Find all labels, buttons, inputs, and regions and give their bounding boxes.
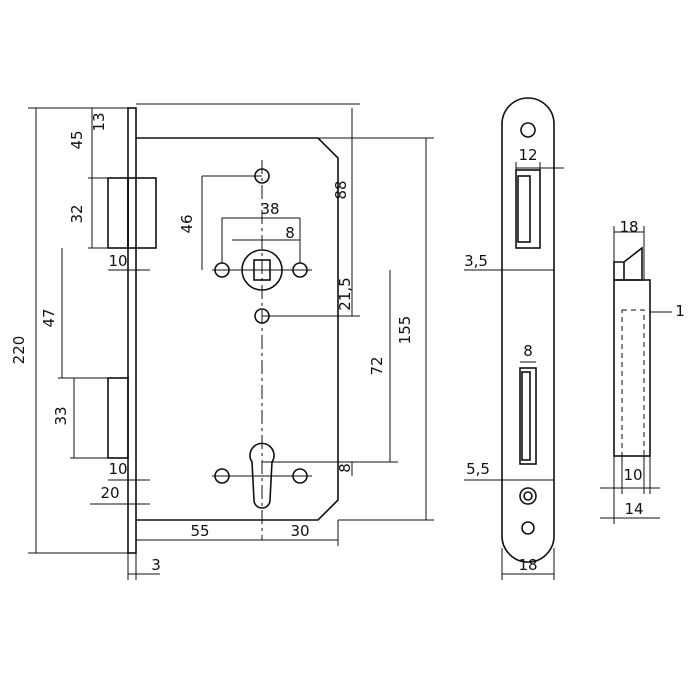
latch-opening <box>515 169 541 249</box>
dim-top-to-bolt: 45 <box>68 130 86 149</box>
latch-bolt <box>107 177 129 249</box>
dim-cylinder-to-edge: 30 <box>290 522 309 540</box>
dim-bolt-width: 8 <box>523 342 533 360</box>
cylinder-profile <box>249 442 275 509</box>
dim-spindle-square: 8 <box>285 224 295 242</box>
strike-inner <box>621 309 645 457</box>
lock-body-view: 220 45 13 32 47 33 10 10 20 55 30 3 88 4… <box>10 103 434 580</box>
dim-latch-inset: 3,5 <box>464 252 488 270</box>
dim-hole-height: 46 <box>178 214 196 233</box>
dim-bolt-inset: 5,5 <box>466 460 490 478</box>
lock-case-outline <box>136 137 339 521</box>
faceplate-screw-top <box>520 122 536 138</box>
dim-follower-to-top: 88 <box>332 180 350 199</box>
strike-latch-head <box>613 246 643 281</box>
faceplate-front <box>127 107 137 554</box>
faceplate-screw-bottom2 <box>521 521 535 535</box>
dim-latch-projection: 10 <box>108 252 127 270</box>
dim-bolt-throw: 20 <box>100 484 119 502</box>
dim-latch-height: 32 <box>68 204 86 223</box>
dim-strike-inner-width: 10 <box>623 466 642 484</box>
dead-bolt <box>107 377 129 459</box>
faceplate-side-view: 12 3,5 8 5,5 18 <box>464 97 564 580</box>
dim-plate-top: 13 <box>90 112 108 131</box>
dim-body-height: 155 <box>396 316 414 345</box>
dim-strike-width-top: 18 <box>619 218 638 236</box>
dim-cylinder-offset: 8 <box>336 463 354 473</box>
faceplate-screw-bottom1 <box>519 487 537 505</box>
dim-backset: 55 <box>190 522 209 540</box>
dim-bolt-height: 33 <box>52 406 70 425</box>
bolt-opening <box>519 367 537 465</box>
dim-bolt-projection: 10 <box>108 460 127 478</box>
strike-body <box>613 279 651 457</box>
dim-total-height: 220 <box>10 336 28 365</box>
dim-follower-to-cylinder: 72 <box>368 356 386 375</box>
dim-faceplate-thickness: 3 <box>151 556 161 574</box>
dim-plate-width: 18 <box>518 556 537 574</box>
faceplate-outline <box>501 97 555 563</box>
dim-latch-to-bolt: 47 <box>40 308 58 327</box>
latch-bolt-inner <box>127 177 157 249</box>
strike-side-view: 18 1 10 14 <box>600 218 685 524</box>
dim-hole-spacing: 38 <box>260 200 279 218</box>
dim-strike-bottom-width: 14 <box>624 500 643 518</box>
dim-strike-side-offset: 1 <box>675 302 685 320</box>
dim-handle-offset: 21,5 <box>336 277 354 310</box>
dim-latch-width: 12 <box>518 146 537 164</box>
